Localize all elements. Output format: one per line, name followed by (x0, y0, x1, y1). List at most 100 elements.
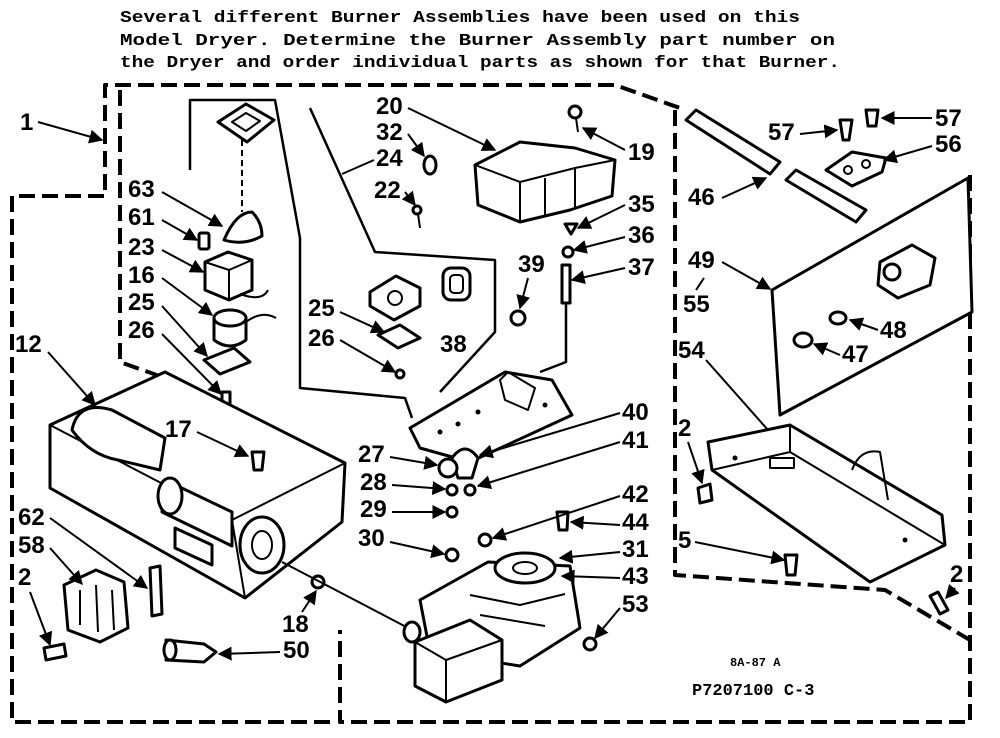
leader-line (389, 541, 446, 559)
callout-54: 54 (678, 337, 705, 364)
part-drawing-54 (706, 423, 947, 584)
callout-53: 53 (622, 591, 649, 618)
callout-numbers: 1 12 63 61 23 16 25 26 20 32 24 22 19 35… (15, 93, 963, 664)
callout-2-c: 2 (950, 561, 963, 588)
footer-code: 8A-87 A (730, 656, 781, 670)
leader-line (572, 236, 626, 254)
leader-line (560, 569, 621, 584)
callout-16: 16 (128, 262, 155, 289)
leader-line (491, 495, 621, 541)
callout-50: 50 (283, 637, 310, 664)
part-drawing-25-b (376, 323, 422, 350)
leader-line (49, 517, 149, 589)
inner-left-boundary (118, 90, 166, 380)
rod-guide-line (539, 303, 568, 374)
part-drawing-29 (445, 505, 459, 519)
callout-28: 28 (360, 469, 387, 496)
drawing-footer: 8A-87 A P7207100 C-3 (692, 656, 814, 701)
leader-line (389, 455, 439, 470)
leader-line (705, 359, 769, 431)
leader-line (161, 219, 199, 241)
part-drawing-41 (463, 483, 477, 497)
callout-48: 48 (880, 317, 907, 344)
callout-63: 63 (128, 176, 155, 203)
part-drawing-53 (582, 636, 598, 652)
part-drawing-37 (560, 263, 572, 305)
part-drawing-43 (402, 551, 582, 704)
callout-17: 17 (165, 416, 192, 443)
part-drawing-58 (62, 568, 130, 644)
leader-line (49, 547, 83, 586)
callout-29: 29 (360, 496, 387, 523)
callout-55: 55 (683, 291, 710, 318)
callout-57: 57 (768, 119, 795, 146)
right-boundary (673, 110, 972, 642)
part-drawing-50 (162, 638, 218, 664)
callout-2: 2 (18, 564, 31, 591)
part-drawing-23 (203, 250, 269, 302)
leader-line (945, 583, 960, 600)
leader-line (161, 333, 222, 395)
callout-44: 44 (622, 509, 649, 536)
leader-line (576, 204, 626, 229)
callout-23: 23 (128, 234, 155, 261)
leader-line (569, 515, 621, 530)
callout-61: 61 (128, 204, 155, 231)
callout-27: 27 (358, 441, 385, 468)
callout-56: 56 (935, 131, 962, 158)
part-drawing-30 (444, 547, 460, 563)
callout-25-b: 25 (308, 295, 335, 322)
leader-line (161, 249, 205, 273)
callout-41: 41 (622, 427, 649, 454)
callout-37: 37 (628, 254, 655, 281)
callout-1: 1 (20, 109, 33, 136)
part-drawing-42 (477, 532, 493, 548)
drawing-number: P7207100 C-3 (692, 682, 814, 701)
leader-line (558, 549, 621, 564)
leader-line (47, 351, 96, 407)
part-drawing-19 (567, 104, 583, 133)
callout-57-b: 57 (935, 105, 962, 132)
leader-line (339, 311, 386, 334)
part-drawing-36 (561, 245, 575, 259)
leader-line (29, 591, 53, 647)
leader-line (570, 267, 626, 285)
part-drawing-mounting-bracket (368, 274, 422, 322)
callout-39: 39 (518, 251, 545, 278)
leader-line (407, 133, 425, 158)
leader-line (401, 190, 416, 207)
callout-26-b: 26 (308, 325, 335, 352)
leader-line (848, 317, 879, 331)
part-drawing-35 (563, 222, 579, 236)
gas-line (281, 561, 413, 631)
leader-line (594, 607, 621, 640)
callout-22: 22 (374, 177, 401, 204)
callout-43: 43 (622, 563, 649, 590)
part-drawing-25 (202, 346, 252, 376)
callout-12: 12 (15, 331, 42, 358)
part-drawing-22 (411, 204, 423, 229)
leader-line (339, 339, 397, 373)
part-drawing-2-right-mid (696, 482, 714, 505)
part-drawing-63 (222, 210, 264, 244)
part-drawing-48 (828, 310, 848, 326)
part-drawing-28 (445, 483, 459, 497)
callout-30: 30 (358, 525, 385, 552)
part-drawing-38 (441, 266, 472, 302)
part-drawing-47 (792, 331, 814, 349)
callout-32: 32 (376, 119, 403, 146)
callout-40: 40 (622, 399, 649, 426)
part-drawing-27 (437, 457, 459, 479)
part-drawing-57-right (864, 108, 880, 128)
leader-line (161, 191, 224, 227)
part-drawing-61 (197, 231, 211, 251)
leader-line (882, 145, 933, 164)
leader-line (812, 342, 841, 356)
assembly-boundaries (10, 83, 972, 724)
leader-line (516, 277, 531, 310)
leader-line (721, 176, 768, 199)
leader-line (407, 107, 497, 151)
callout-58: 58 (18, 532, 45, 559)
part-drawing-2-right-bottom (928, 590, 950, 616)
